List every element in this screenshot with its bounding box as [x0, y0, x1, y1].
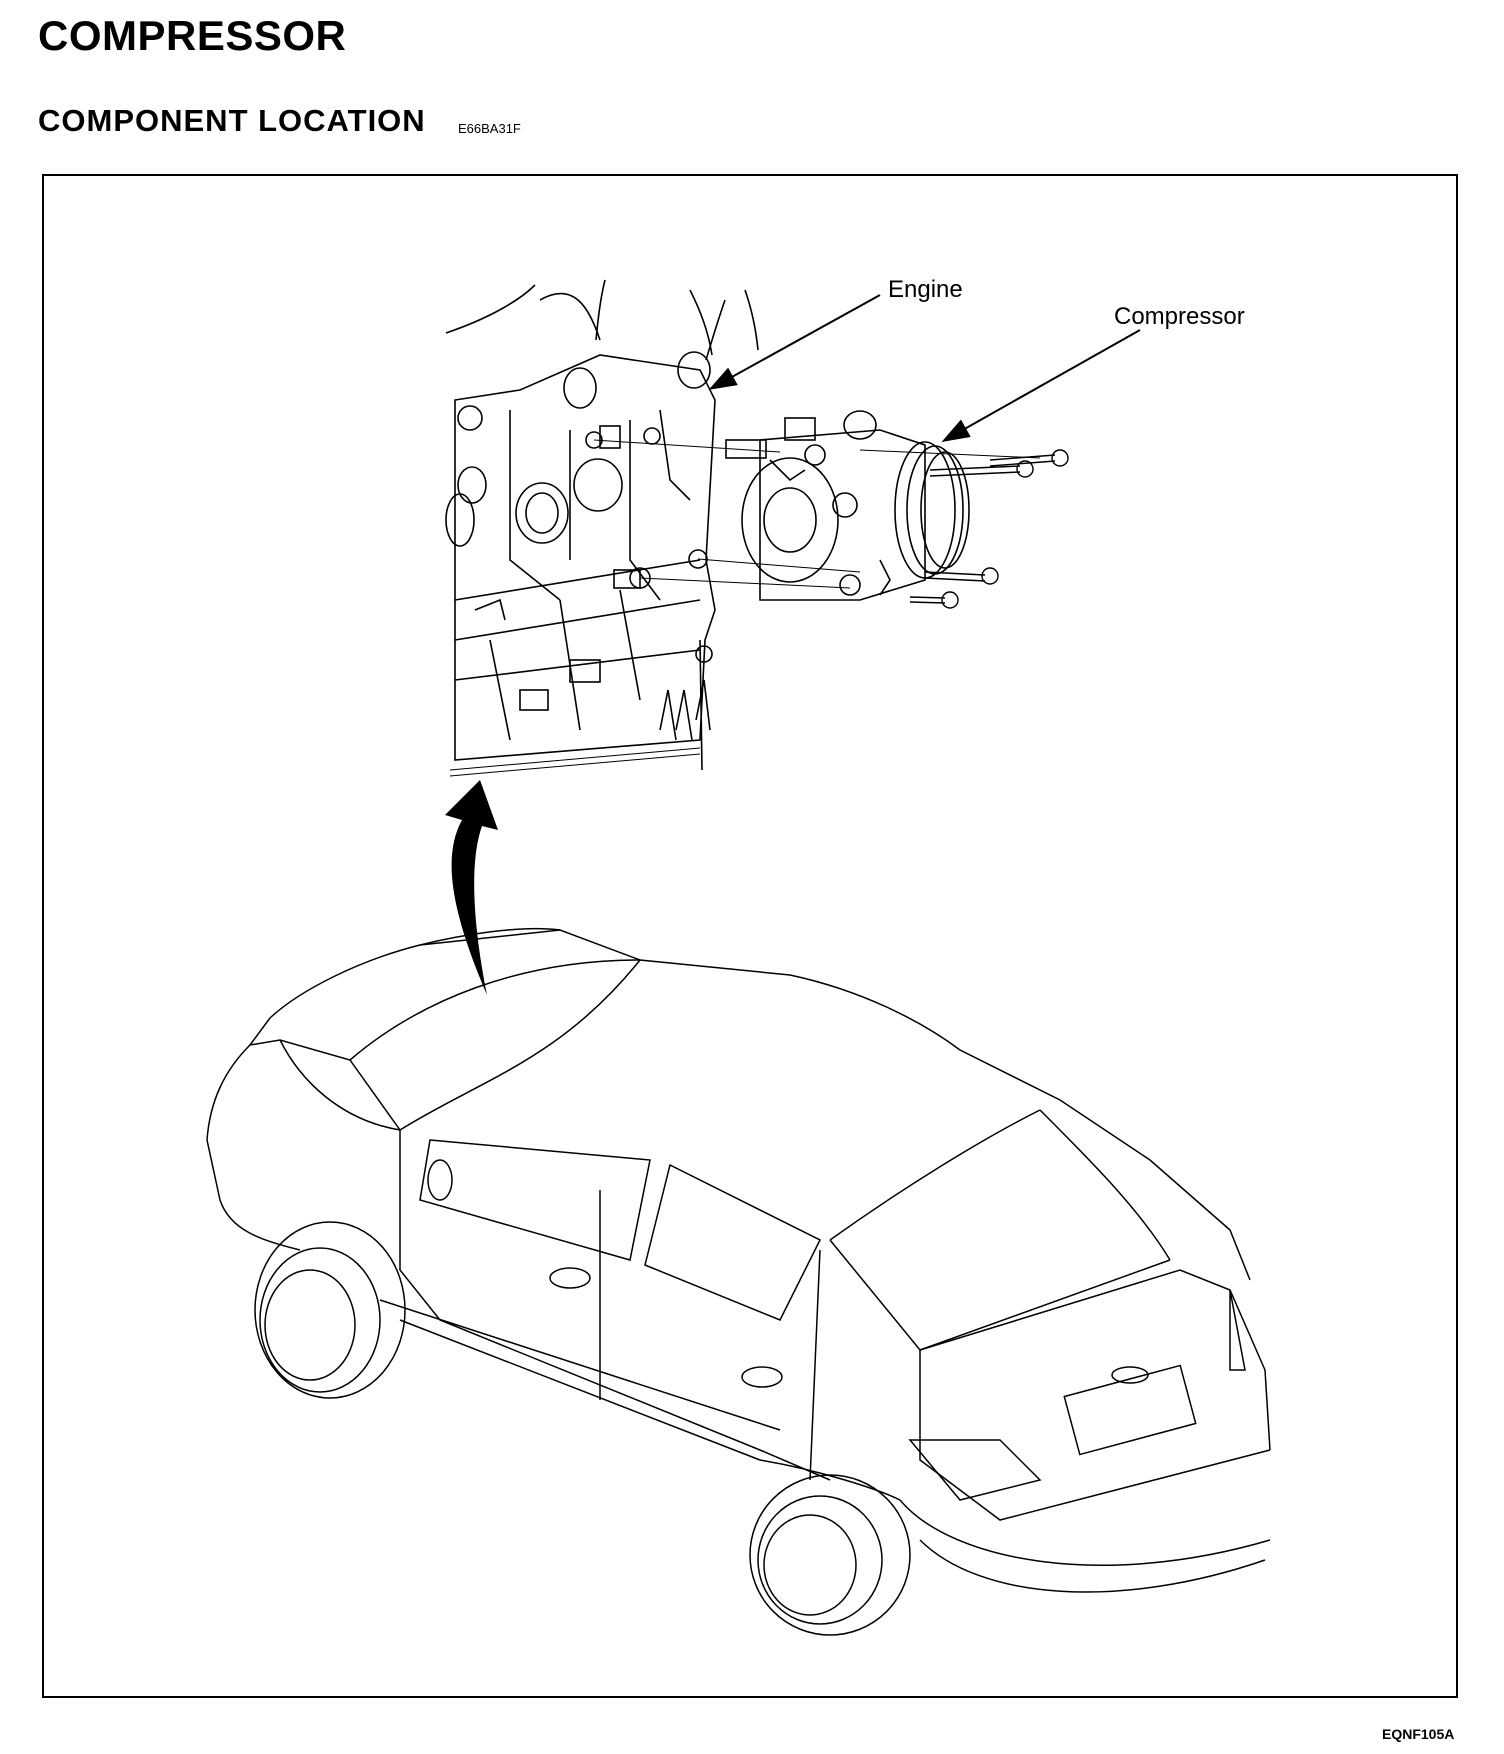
compressor-illustration — [725, 410, 970, 601]
engine-illustration — [445, 279, 759, 777]
bolt-icon — [909, 449, 1069, 609]
alignment-lines — [593, 439, 1041, 589]
page-title: COMPRESSOR — [38, 12, 347, 59]
car-illustration — [206, 927, 1271, 1636]
section-title-text: COMPONENT LOCATION — [38, 103, 426, 138]
engine-leader-line — [708, 294, 881, 390]
location-arrow-icon — [445, 780, 498, 995]
label-compressor: Compressor — [1114, 303, 1245, 330]
section-code: E66BA31F — [458, 121, 521, 136]
figure-code: EQNF105A — [1382, 1726, 1455, 1742]
diagram-frame — [42, 174, 1458, 1698]
section-title: COMPONENT LOCATION — [38, 103, 426, 139]
label-engine: Engine — [888, 276, 963, 303]
compressor-leader-line — [941, 329, 1141, 442]
